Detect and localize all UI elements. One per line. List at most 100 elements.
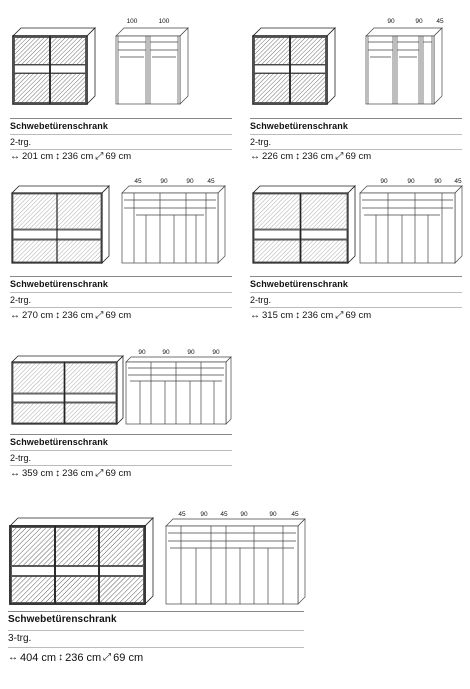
- depth-value: 69 cm: [105, 151, 132, 162]
- depth-arrow-icon: ⤢: [335, 309, 344, 321]
- door-count: 2-trg.: [250, 137, 272, 147]
- compartment-label: 90: [162, 349, 170, 356]
- type-rule-bottom: [250, 149, 462, 150]
- depth-arrow-icon: ⤢: [95, 309, 104, 321]
- compartment-label: 90: [415, 18, 423, 25]
- title-rule-bottom: [10, 134, 232, 135]
- height-arrow-icon: ↕: [55, 309, 61, 321]
- width-value: 270 cm: [22, 310, 54, 321]
- compartment-label: 45: [291, 511, 299, 518]
- title-rule-top: [10, 276, 232, 277]
- depth-value: 69 cm: [105, 468, 132, 479]
- interior-view-drawing: [121, 185, 226, 264]
- product-block-226: 90 90 45 Schwebetürenschrank 2-trg. ↔ 22…: [250, 12, 462, 164]
- height-value: 236 cm: [62, 151, 94, 162]
- product-block-270: 45 90 90 45 Schwebetürenschrank 2-trg. ↔…: [10, 176, 232, 326]
- width-arrow-icon: ↔: [10, 467, 20, 479]
- product-title: Schwebetürenschrank: [250, 279, 348, 289]
- product-block-201: 100 100 Schwebetürenschrank 2-trg. ↔ 201…: [10, 12, 232, 164]
- product-title: Schwebetürenschrank: [10, 121, 108, 131]
- compartment-label: 90: [160, 178, 168, 185]
- dimensions: ↔ 226 cm ↕ 236 cm ⤢ 69 cm: [250, 151, 371, 162]
- title-rule-top: [250, 276, 462, 277]
- interior-view-drawing: [115, 27, 189, 105]
- height-arrow-icon: ↕: [55, 150, 61, 162]
- product-title: Schwebetürenschrank: [8, 614, 117, 625]
- depth-value: 69 cm: [345, 151, 372, 162]
- compartment-label: 90: [434, 178, 442, 185]
- width-arrow-icon: ↔: [10, 150, 20, 162]
- depth-value: 69 cm: [105, 310, 132, 321]
- width-arrow-icon: ↔: [8, 652, 18, 663]
- dimensions: ↔ 270 cm ↕ 236 cm ⤢ 69 cm: [10, 310, 131, 321]
- depth-value: 69 cm: [345, 310, 372, 321]
- compartment-label: 45: [207, 178, 215, 185]
- front-view-drawing: [11, 355, 124, 425]
- interior-view-drawing: [365, 27, 443, 105]
- type-rule-bottom: [8, 647, 304, 648]
- product-block-404: 45 90 45 90 90 45 Schwebetürenschrank 3-…: [8, 506, 308, 682]
- width-value: 226 cm: [262, 151, 294, 162]
- height-arrow-icon: ↕: [58, 652, 64, 663]
- compartment-label: 45: [178, 511, 186, 518]
- compartment-label: 90: [240, 511, 248, 518]
- product-title: Schwebetürenschrank: [250, 121, 348, 131]
- door-count: 2-trg.: [10, 453, 32, 463]
- wardrobe-drawings: 100 100: [12, 18, 189, 105]
- front-view-drawing: [9, 517, 154, 605]
- wardrobe-drawings: 45 90 90 45: [11, 178, 226, 264]
- door-count: 2-trg.: [10, 137, 32, 147]
- title-rule-bottom: [10, 450, 232, 451]
- door-count: 2-trg.: [250, 295, 272, 305]
- type-rule-bottom: [10, 307, 232, 308]
- height-value: 236 cm: [302, 310, 334, 321]
- compartment-label: 45: [134, 178, 142, 185]
- height-value: 236 cm: [62, 310, 94, 321]
- title-rule-top: [250, 118, 462, 119]
- width-arrow-icon: ↔: [250, 309, 260, 321]
- width-arrow-icon: ↔: [250, 150, 260, 162]
- wardrobe-drawings: 45 90 45 90 90 45: [9, 511, 306, 605]
- title-rule-bottom: [8, 630, 304, 631]
- dimensions: ↔ 201 cm ↕ 236 cm ⤢ 69 cm: [10, 151, 131, 162]
- title-rule-bottom: [250, 134, 462, 135]
- wardrobe-drawings: 90 90 45: [252, 18, 444, 105]
- interior-view-drawing: [165, 518, 306, 605]
- product-title: Schwebetürenschrank: [10, 437, 108, 447]
- width-value: 359 cm: [22, 468, 54, 479]
- height-arrow-icon: ↕: [55, 467, 61, 479]
- title-rule-bottom: [10, 292, 232, 293]
- height-value: 236 cm: [62, 468, 94, 479]
- width-value: 404 cm: [20, 652, 57, 664]
- wardrobe-drawings: 90 90 90 90: [11, 349, 232, 425]
- depth-arrow-icon: ⤢: [95, 150, 104, 162]
- product-block-315: 90 90 90 45 Schwebetürenschrank 2-trg. ↔…: [250, 176, 466, 326]
- type-rule-bottom: [10, 465, 232, 466]
- front-view-drawing: [252, 185, 356, 264]
- product-block-359: 90 90 90 90 Schwebetürenschrank 2-trg. ↔…: [10, 346, 232, 486]
- interior-view-drawing: [359, 185, 463, 264]
- title-rule-top: [8, 611, 304, 612]
- dimensions: ↔ 404 cm ↕ 236 cm ⤢ 69 cm: [8, 652, 143, 664]
- title-rule-top: [10, 118, 232, 119]
- compartment-label: 45: [220, 511, 228, 518]
- height-value: 236 cm: [302, 151, 334, 162]
- depth-arrow-icon: ⤢: [335, 150, 344, 162]
- compartment-label: 100: [127, 18, 138, 25]
- compartment-label: 90: [407, 178, 415, 185]
- compartment-label: 90: [212, 349, 220, 356]
- width-value: 201 cm: [22, 151, 54, 162]
- title-rule-top: [10, 434, 232, 435]
- front-view-drawing: [252, 27, 336, 105]
- compartment-label: 90: [380, 178, 388, 185]
- compartment-label: 90: [387, 18, 395, 25]
- door-count: 3-trg.: [8, 633, 32, 644]
- compartment-label: 90: [187, 349, 195, 356]
- compartment-label: 45: [436, 18, 444, 25]
- front-view-drawing: [12, 27, 96, 105]
- dimensions: ↔ 359 cm ↕ 236 cm ⤢ 69 cm: [10, 468, 131, 479]
- compartment-label: 100: [159, 18, 170, 25]
- height-arrow-icon: ↕: [295, 150, 301, 162]
- depth-arrow-icon: ⤢: [95, 467, 104, 479]
- depth-value: 69 cm: [113, 652, 144, 664]
